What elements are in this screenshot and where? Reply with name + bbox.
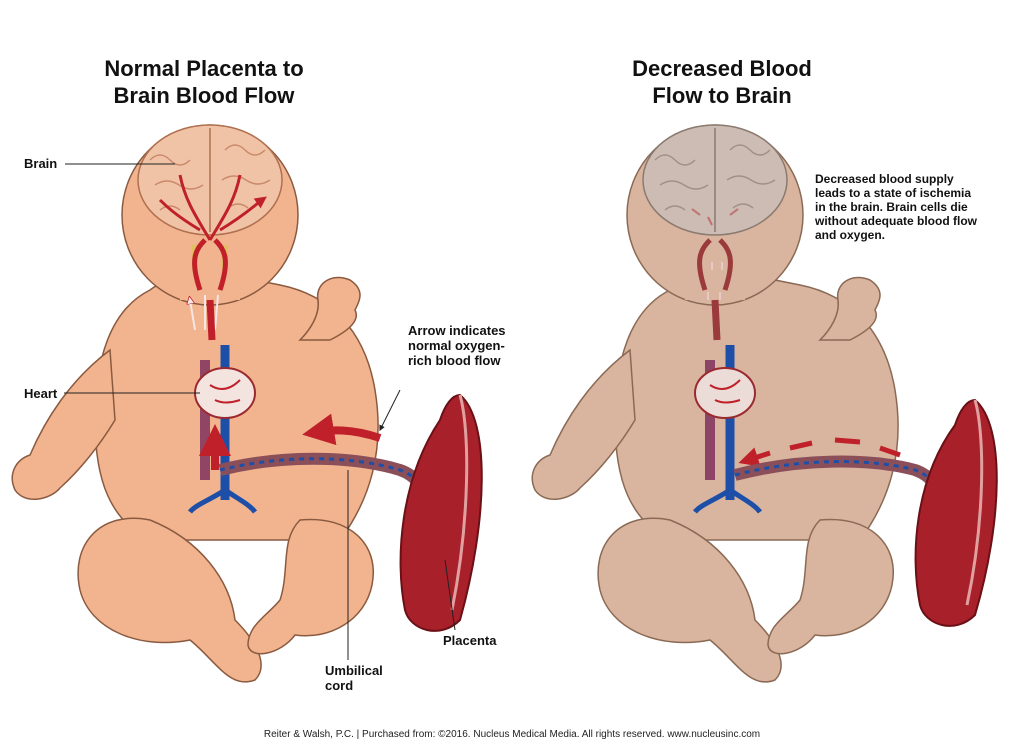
umbilical-cord-label: Umbilical cord bbox=[325, 663, 383, 693]
normal-baby bbox=[11, 124, 483, 683]
decreased-heart bbox=[694, 367, 756, 419]
normal-left-arm bbox=[11, 348, 116, 500]
brain-label: Brain bbox=[24, 156, 58, 171]
left-title: Normal Placenta to Brain Blood Flow bbox=[104, 56, 304, 108]
decreased-brain bbox=[642, 124, 788, 236]
ischemia-note: Decreased blood supply leads to a state … bbox=[815, 172, 977, 242]
placenta-label: Placenta bbox=[443, 633, 497, 648]
footer-credit: Reiter & Walsh, P.C. | Purchased from: ©… bbox=[263, 729, 761, 740]
decreased-left-leg bbox=[597, 517, 782, 683]
leader-lines bbox=[64, 163, 456, 660]
decreased-right-leg bbox=[767, 518, 894, 655]
arrow-note-label: Arrow indicates normal oxygen- rich bloo… bbox=[408, 323, 506, 368]
heart-label: Heart bbox=[24, 386, 58, 401]
normal-left-leg bbox=[77, 517, 262, 683]
decreased-right-arm bbox=[818, 276, 881, 341]
normal-placenta bbox=[399, 393, 483, 632]
decreased-baby bbox=[531, 124, 998, 683]
decreased-placenta bbox=[914, 398, 998, 627]
normal-right-arm bbox=[298, 276, 361, 341]
decreased-left-arm bbox=[531, 348, 636, 500]
right-title: Decreased Blood Flow to Brain bbox=[632, 56, 812, 108]
normal-right-leg bbox=[247, 518, 374, 655]
normal-heart bbox=[194, 367, 256, 419]
